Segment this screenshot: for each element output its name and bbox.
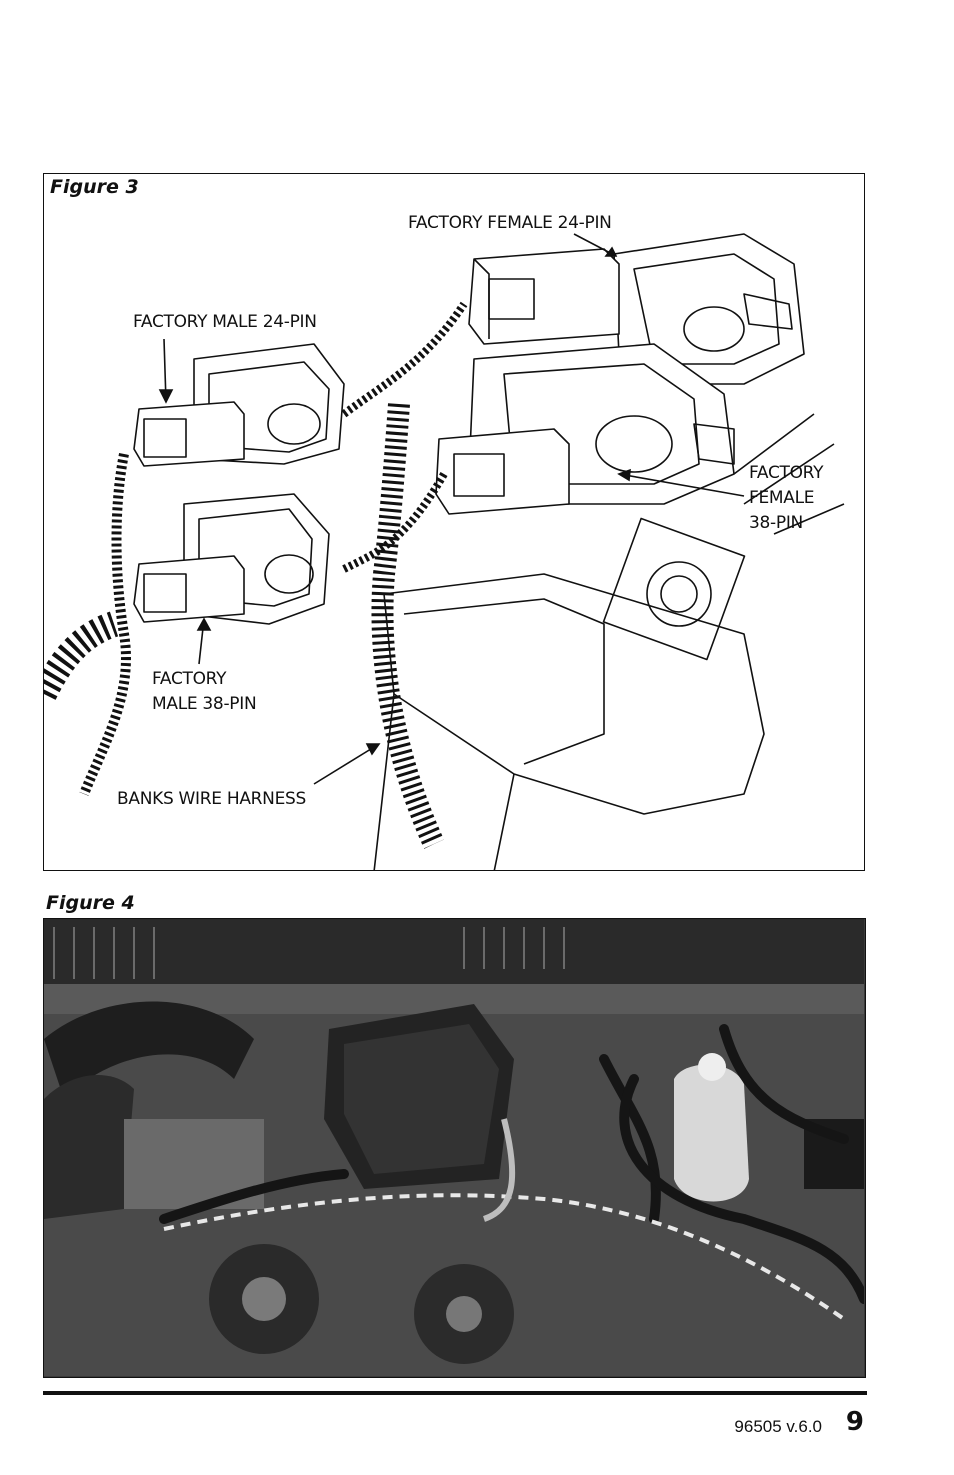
label-factory-female-24-pin: FACTORY FEMALE 24-PIN bbox=[408, 213, 612, 233]
engine-bay-photo-placeholder bbox=[44, 919, 864, 1376]
label-factory-male-24-pin: FACTORY MALE 24-PIN bbox=[133, 312, 317, 332]
label-factory-female-38-pin-line2: FEMALE bbox=[749, 488, 815, 508]
page-number: 9 bbox=[845, 1407, 864, 1437]
document-id: 96505 v.6.0 bbox=[734, 1417, 822, 1436]
figure-3-connector-illustration bbox=[44, 233, 845, 870]
label-factory-female-38-pin-line1: FACTORY bbox=[749, 463, 824, 483]
figure-4-engine-photo bbox=[43, 918, 866, 1378]
label-factory-male-38-pin-line2: MALE 38-PIN bbox=[152, 694, 257, 714]
footer-rule bbox=[43, 1391, 867, 1395]
figure-4-title: Figure 4 bbox=[46, 892, 135, 914]
label-factory-male-38-pin-line1: FACTORY bbox=[152, 669, 227, 689]
figure-3-title: Figure 3 bbox=[50, 176, 139, 198]
label-banks-wire-harness: BANKS WIRE HARNESS bbox=[117, 789, 306, 809]
label-factory-female-38-pin-line3: 38-PIN bbox=[749, 513, 803, 533]
figure-3-frame: Figure 3 FACTORY FEMALE 24-PIN FACTORY M… bbox=[43, 173, 865, 871]
